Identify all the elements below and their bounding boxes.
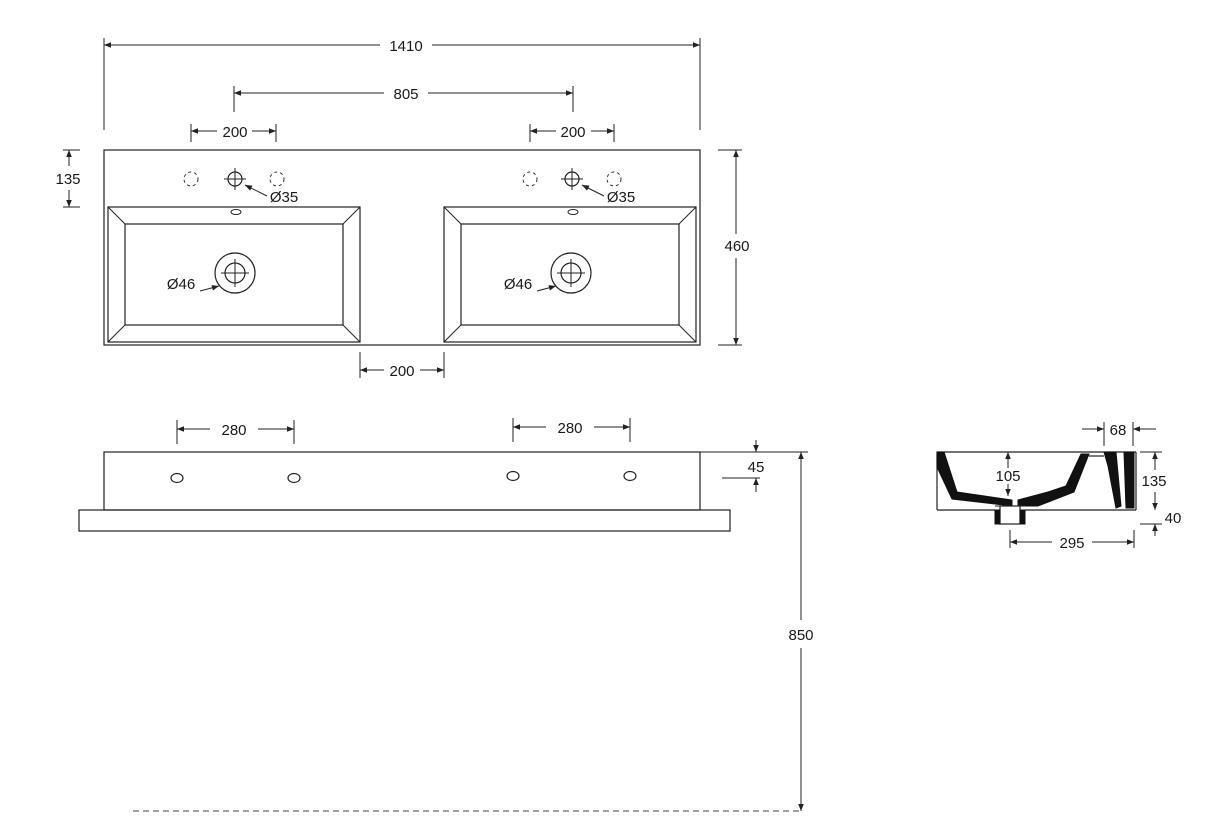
section-back-wall-outer (1123, 451, 1135, 509)
dimension-drain-height: 40 (1140, 510, 1181, 536)
bracket-holes (170, 470, 637, 484)
dimension-section-width: 295 (1009, 530, 1135, 552)
dimension-overall-width: 1410 (104, 38, 700, 55)
section-drain (994, 505, 1026, 525)
overflow-hole (230, 209, 242, 215)
label-bracket-height: 45 (748, 459, 765, 476)
label-section-width: 295 (1059, 535, 1084, 552)
drain-right (550, 252, 592, 294)
top-view-outline (103, 149, 701, 346)
label-total-height: 135 (1141, 473, 1166, 490)
label-tap-hole-left: Ø35 (270, 189, 298, 206)
dimension-total-height: 135 (1140, 451, 1167, 510)
section-left-wall (936, 451, 1013, 507)
label-tap-hole-spacing-left: 200 (222, 124, 247, 141)
label-drain-height: 40 (1165, 510, 1182, 527)
left-basin: Ø46 (107, 206, 361, 343)
side-view: 68 105 135 40 295 (936, 422, 1181, 552)
label-wall-thickness: 68 (1110, 422, 1127, 439)
tap-holes-right: Ø35 (522, 168, 635, 206)
dimension-bowl-depth: 105 (995, 452, 1021, 496)
dimension-bracket-spacing-left: 280 (176, 420, 295, 444)
front-view: 280 280 45 850 (78, 418, 814, 812)
label-bowl-depth: 105 (995, 468, 1020, 485)
drain-left (214, 252, 256, 294)
label-bracket-spacing-left: 280 (221, 422, 246, 439)
section-back-wall-inner (1103, 451, 1122, 509)
dimension-tap-hole-spacing-right: 200 (530, 124, 614, 141)
label-depth: 460 (724, 238, 749, 255)
label-tap-hole-spacing-right: 200 (560, 124, 585, 141)
dimension-wall-thickness: 68 (1082, 422, 1156, 446)
label-drain-right: Ø46 (504, 276, 532, 293)
dimension-bracket-height: 45 (722, 440, 764, 492)
label-bowl-gap: 200 (389, 363, 414, 380)
overflow-hole (567, 209, 579, 215)
front-view-body (103, 451, 701, 511)
dimension-tap-hole-spacing-left: 200 (191, 124, 276, 141)
section-bowl-bottom (1017, 453, 1090, 507)
right-basin: Ø46 (443, 206, 697, 343)
label-overall-width: 1410 (389, 38, 422, 55)
top-view: 1410 805 200 200 135 (55, 38, 750, 380)
dimension-depth: 460 (718, 149, 750, 346)
dimension-tap-spacing: 805 (234, 86, 573, 103)
label-tap-hole-right: Ø35 (607, 189, 635, 206)
label-tap-spacing: 805 (393, 86, 418, 103)
front-view-base (78, 509, 731, 532)
label-mount-height: 850 (788, 627, 813, 644)
dimension-bowl-gap: 200 (359, 352, 445, 380)
dimension-bracket-spacing-right: 280 (512, 418, 631, 442)
dimension-tap-offset: 135 (55, 149, 81, 208)
dimension-mount-height: 850 (133, 451, 814, 812)
label-bracket-spacing-right: 280 (557, 420, 582, 437)
label-drain-left: Ø46 (167, 276, 195, 293)
label-tap-offset: 135 (55, 171, 80, 188)
tap-holes-left: Ø35 (183, 168, 298, 206)
